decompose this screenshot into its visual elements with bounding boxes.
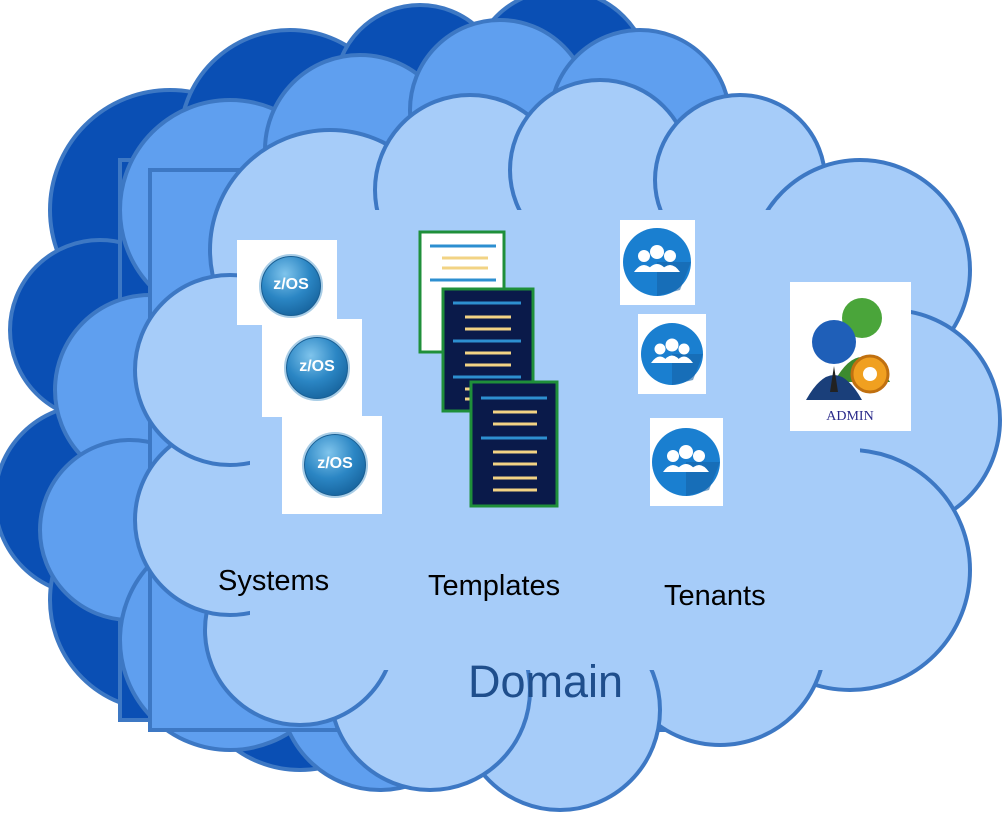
zos-icon: z/OS [259, 254, 323, 318]
group-users-icon [641, 323, 703, 385]
tenant-tile-1 [620, 220, 695, 305]
admin-icon: ADMIN [806, 298, 890, 424]
zos-icon-text: z/OS [299, 358, 335, 375]
group-users-icon [623, 228, 691, 296]
zos-icon: z/OS [284, 335, 350, 401]
tenants-label: Tenants [664, 580, 766, 612]
template-doc-dark-2 [469, 380, 559, 508]
zos-tile-2: z/OS [262, 319, 362, 417]
admin-tile: ADMIN [790, 282, 911, 431]
tenant-tile-2 [638, 314, 706, 394]
zos-icon: z/OS [302, 432, 368, 498]
domain-label: Domain [468, 656, 624, 707]
systems-label: Systems [218, 565, 330, 597]
zos-icon-text: z/OS [317, 455, 353, 472]
admin-icon-text: ADMIN [826, 409, 873, 424]
zos-tile-3: z/OS [282, 416, 382, 514]
templates-label: Templates [428, 570, 561, 602]
tenant-tile-3 [650, 418, 723, 506]
group-users-icon [652, 428, 720, 496]
zos-tile-1: z/OS [237, 240, 337, 325]
zos-icon-text: z/OS [273, 276, 309, 293]
